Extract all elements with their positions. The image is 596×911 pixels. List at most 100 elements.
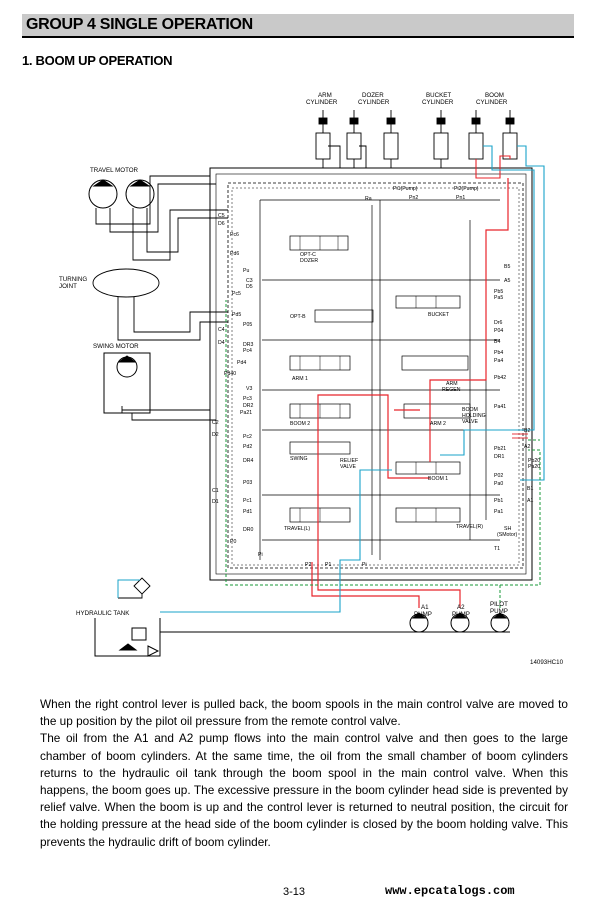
dozer-label: DOZER: [300, 258, 318, 264]
svg-text:C4: C4: [218, 327, 225, 333]
group-header-bar: GROUP 4 SINGLE OPERATION: [22, 14, 574, 38]
travel-l-label: TRAVEL(L): [284, 526, 310, 532]
svg-text:Pa20: Pa20: [528, 464, 540, 470]
arm-regen-label-1: ARM: [446, 381, 458, 387]
valve-labels: OPT-C DOZER OPT-B BUCKET ARM 1 ARM REGEN…: [284, 252, 517, 538]
opt-c-label: OPT-C: [300, 252, 316, 258]
svg-text:PUMP: PUMP: [414, 611, 432, 618]
svg-text:Pb21: Pb21: [494, 446, 506, 452]
a1-pump-label-2: PUMP: [414, 611, 432, 618]
hydraulic-tank: [94, 618, 161, 657]
svg-text:OPT-C: OPT-C: [300, 252, 316, 258]
svg-text:Pc6: Pc6: [230, 232, 239, 238]
pilot-pump-label-2: PUMP: [490, 608, 508, 615]
svg-text:B1: B1: [527, 486, 533, 492]
swing-spool: [289, 441, 351, 455]
svg-text:DR0: DR0: [243, 527, 253, 533]
group-title: GROUP 4 SINGLE OPERATION: [26, 16, 253, 33]
svg-text:DR4: DR4: [243, 458, 253, 464]
svg-text:V3: V3: [246, 386, 252, 392]
dozer-cylinder-label-1: DOZER: [362, 92, 384, 99]
opt-c-dozer-spool: [289, 235, 349, 251]
bucket-valve-label: BUCKET: [428, 312, 450, 318]
svg-text:Pb42: Pb42: [494, 375, 506, 381]
bucket-cylinder-label-2: CYLINDER: [422, 99, 454, 106]
svg-text:Pb20: Pb20: [528, 458, 540, 464]
svg-text:A2: A2: [457, 604, 465, 611]
svg-text:ARM: ARM: [318, 92, 332, 99]
svg-text:C1: C1: [212, 488, 219, 494]
svg-text:RELIEF: RELIEF: [340, 458, 358, 464]
opt-b-spool: [314, 309, 374, 323]
svg-text:P04: P04: [494, 328, 503, 334]
travel-motor-label: TRAVEL MOTOR: [90, 167, 139, 174]
svg-text:A1: A1: [527, 498, 533, 504]
svg-text:(SMotor): (SMotor): [497, 532, 517, 538]
boom-cylinder-label-2: CYLINDER: [476, 99, 508, 106]
section-title: 1. BOOM UP OPERATION: [22, 53, 173, 68]
turning-joint: [92, 268, 160, 298]
svg-text:Pu: Pu: [243, 268, 249, 274]
swing-motor-label: SWING MOTOR: [93, 343, 139, 350]
arm-cylinder-label-1: ARM: [318, 92, 332, 99]
relief-label-1: RELIEF: [340, 458, 358, 464]
left-port-labels: C5 D6 Pc6 Pd6 Pu C3 D5 Pc5 Pd5 P05 C4 D4…: [212, 213, 263, 558]
svg-text:Pa1: Pa1: [494, 509, 503, 515]
svg-text:BOOM: BOOM: [485, 92, 504, 99]
travel-r-spool: [395, 507, 461, 523]
svg-text:Pn1: Pn1: [456, 195, 465, 201]
svg-text:DR3: DR3: [243, 342, 253, 348]
a2-pump-label-2: PUMP: [452, 611, 470, 618]
svg-text:CYLINDER: CYLINDER: [306, 99, 338, 106]
boom1-spool: [395, 461, 461, 475]
figure-code: 14093HC10: [530, 659, 564, 666]
svg-text:CYLINDER: CYLINDER: [422, 99, 454, 106]
dozer-cylinder-right: [383, 110, 399, 160]
a1-pump-label-1: A1: [421, 604, 429, 611]
opt-b-label: OPT-B: [290, 314, 306, 320]
pilot-pump: [490, 612, 510, 633]
arm1-label: ARM 1: [292, 376, 308, 382]
arm-cylinder: [315, 110, 331, 160]
svg-text:Dr6: Dr6: [494, 320, 502, 326]
diagram-labels: ARM CYLINDER DOZER CYLINDER BUCKET CYLIN…: [59, 92, 564, 666]
svg-text:Pc4: Pc4: [243, 348, 252, 354]
description-paragraph-1: When the right control lever is pulled b…: [40, 697, 568, 729]
boom-holding-label-1: BOOM: [462, 407, 478, 413]
svg-text:P2: P2: [305, 562, 311, 568]
svg-text:PUMP: PUMP: [490, 608, 508, 615]
smotor-label: (SMotor): [497, 532, 517, 538]
svg-text:DOZER: DOZER: [362, 92, 384, 99]
relief-label-2: VALVE: [340, 464, 356, 470]
svg-text:D2: D2: [212, 432, 219, 438]
top-bottom-port-labels: Pi1(Pump) Pi2(Pump) Pn2 Pn1 Ra P2 P1 Pi: [305, 186, 479, 568]
svg-text:PUMP: PUMP: [452, 611, 470, 618]
pilot-pump-label-1: PILOT: [490, 601, 508, 608]
svg-text:Pd4: Pd4: [237, 360, 246, 366]
svg-text:P02: P02: [494, 473, 503, 479]
a2-pump: [450, 612, 470, 633]
description-paragraph-2: The oil from the A1 and A2 pump flows in…: [40, 731, 568, 849]
svg-text:REGEN: REGEN: [442, 387, 461, 393]
dozer-cylinder-label-2: CYLINDER: [358, 99, 390, 106]
svg-text:A5: A5: [504, 278, 510, 284]
boom-cylinder-right: [502, 110, 518, 160]
arm-regen-spool: [401, 355, 469, 371]
travel-r-label: TRAVEL(R): [456, 524, 483, 530]
svg-text:Pb1: Pb1: [494, 498, 503, 504]
boom1-label: BOOM 1: [428, 476, 448, 482]
page-number: 3-13: [283, 886, 306, 898]
svg-text:A1: A1: [421, 604, 429, 611]
svg-text:Pa41: Pa41: [494, 404, 506, 410]
a1-pump: [409, 612, 429, 633]
svg-text:BOOM: BOOM: [462, 407, 478, 413]
sh-label: SH: [504, 526, 511, 532]
svg-text:Ra: Ra: [365, 196, 372, 202]
main-control-valve-outline: [227, 182, 524, 569]
svg-text:B4: B4: [494, 339, 500, 345]
svg-text:D6: D6: [218, 221, 225, 227]
svg-text:Pc5: Pc5: [232, 291, 241, 297]
svg-text:DR1: DR1: [494, 454, 504, 460]
svg-text:Pc1: Pc1: [243, 498, 252, 504]
svg-text:Pd6: Pd6: [230, 251, 239, 257]
